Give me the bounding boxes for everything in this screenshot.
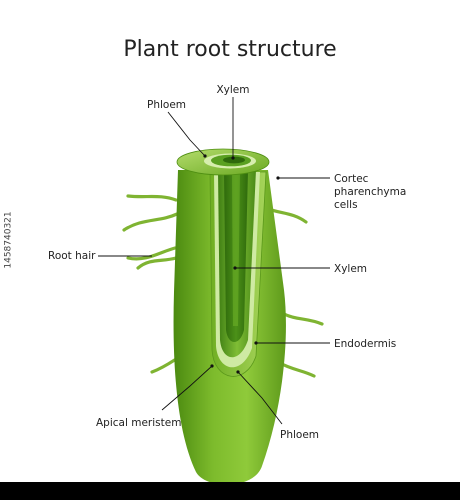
stock-id-watermark: 1458740321	[4, 211, 15, 269]
label-root-hair: Root hair	[48, 250, 96, 262]
leader-lines	[98, 97, 330, 425]
label-phloem-top: Phloem	[147, 99, 186, 111]
stock-footer-bar	[0, 482, 460, 500]
label-endodermis: Endodermis	[334, 338, 396, 350]
label-xylem-mid: Xylem	[334, 263, 367, 275]
label-cortex-line-2: pharenchyma	[334, 186, 406, 198]
label-apical-meristem: Apical meristem	[96, 417, 181, 429]
label-cortex-line-1: Cortec	[334, 173, 369, 185]
label-cortex-line-3: cells	[334, 199, 358, 211]
xylem-highlight	[232, 172, 240, 326]
diagram-title: Plant root structure	[123, 37, 336, 62]
root-top-cross-section	[176, 148, 270, 176]
label-phloem-bottom: Phloem	[280, 429, 319, 441]
label-xylem-top: Xylem	[216, 84, 249, 96]
